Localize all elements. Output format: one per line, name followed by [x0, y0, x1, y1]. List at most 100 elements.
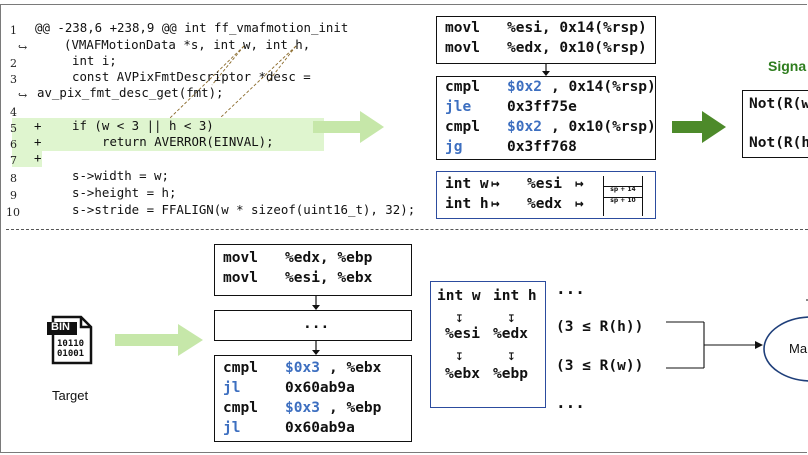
ellipsis-top: ...: [556, 279, 585, 298]
bin-bits: 10110: [57, 339, 85, 349]
mapping-var: int w: [445, 176, 489, 192]
stack-slot-label: sp + 10: [610, 197, 636, 204]
asm-op: movl: [445, 40, 480, 56]
diff-line-text: if (w < 3 || h < 3): [72, 118, 214, 133]
asm-args: 0x60ab9a: [285, 420, 355, 436]
file-icon: [47, 315, 93, 365]
stack-slot: sp + 14: [604, 176, 642, 193]
asm-args: %esi, 0x14(%rsp): [507, 20, 647, 36]
mapping-arrow: ↦: [575, 196, 584, 212]
stack-slot-label: sp + 14: [610, 186, 636, 193]
asm-imm: $0x3: [285, 360, 320, 376]
top-asm-box-1: movl %esi, 0x14(%rsp) movl %edx, 0x10(%r…: [436, 16, 656, 64]
diff-line-number: 7: [10, 154, 17, 167]
bin-badge: BIN: [51, 321, 70, 333]
asm-args: , 0x10(%rsp): [551, 119, 656, 135]
diff-line-number: 5: [10, 122, 17, 135]
condition-w: (3 ≤ R(w)): [556, 358, 644, 374]
diff-line-number: 1: [10, 24, 17, 37]
bottom-asm-box-3: cmpl $0x3 , %ebx jl 0x60ab9a cmpl $0x3 ,…: [214, 355, 412, 442]
signature-box: Not(R(w Not(R(h: [742, 90, 808, 158]
section-divider: [6, 229, 808, 230]
asm-args: 0x3ff768: [507, 139, 577, 155]
param-hint-line: [219, 45, 297, 119]
diff-added-highlight: [12, 118, 324, 135]
asm-op: jle: [445, 99, 472, 115]
param-hint-line: [169, 45, 245, 119]
diff-line-number: 10: [6, 206, 20, 219]
mapping-reg: %esi: [527, 176, 562, 192]
flow-arrowhead: [312, 305, 320, 310]
signature-line: Not(R(h: [749, 135, 808, 151]
asm-op: jg: [445, 139, 463, 155]
diff-line-number: 9: [10, 189, 17, 202]
diff-line-number: 6: [10, 138, 17, 151]
mapping-arrow: ↦: [491, 196, 500, 212]
mapping-arrow: ↦: [575, 176, 584, 192]
matcher-ellipse: [763, 316, 808, 382]
bin-bits: 01001: [57, 349, 85, 359]
diff-line-text: s->height = h;: [72, 185, 177, 200]
param-hint-line: [267, 45, 297, 83]
diff-added-highlight: [12, 150, 42, 167]
mapping-arrow: ↦: [491, 176, 500, 192]
signature-title: Signa: [768, 58, 807, 74]
bottom-asm-box-1: movl %edx, %ebp movl %esi, %ebx: [214, 244, 412, 296]
diff-line-number: 3: [10, 73, 17, 86]
asm-imm: $0x2: [507, 119, 542, 135]
asm-imm: $0x2: [507, 79, 542, 95]
bottom-mapping-box: int w int h ↧ ↧ %esi %edx ↧ ↧ %ebx %ebp: [430, 281, 546, 408]
mapping-reg: %ebp: [493, 366, 528, 382]
mapping-arrow: ↧: [507, 310, 516, 326]
wrap-marker: ↪: [18, 89, 28, 102]
asm-op: movl: [223, 270, 258, 286]
condition-h: (3 ≤ R(h)): [556, 319, 644, 335]
mapping-var: int h: [493, 288, 537, 304]
light-arrow-top: [313, 111, 384, 143]
top-mapping-box: int w ↦ %esi ↦ int h ↦ %edx ↦ sp + 14 sp…: [436, 171, 656, 219]
asm-op: movl: [223, 250, 258, 266]
asm-op: movl: [445, 20, 480, 36]
mapping-arrow: ↧: [455, 310, 464, 326]
diff-line-number: 8: [10, 172, 17, 185]
diff-line-text: int i;: [72, 53, 117, 68]
diff-hunk-header: @@ -238,6 +238,9 @@ int ff_vmafmotion_in…: [35, 20, 349, 35]
diff-line-number: 4: [10, 106, 17, 119]
asm-ellipsis: ...: [303, 316, 330, 332]
mapping-var: int h: [445, 196, 489, 212]
asm-args: %edx, 0x10(%rsp): [507, 40, 647, 56]
asm-args: , %ebx: [329, 360, 382, 376]
asm-args: %esi, %ebx: [285, 270, 373, 286]
asm-imm: $0x3: [285, 400, 320, 416]
dark-arrow: [672, 111, 726, 143]
top-asm-box-2: cmpl $0x2 , 0x14(%rsp) jle 0x3ff75e cmpl…: [436, 76, 656, 160]
binary-file-icon: BIN 10110 01001: [47, 315, 95, 365]
asm-args: 0x3ff75e: [507, 99, 577, 115]
matcher-label: Ma: [789, 341, 808, 356]
diff-line-text: av_pix_fmt_desc_get(fmt);: [37, 85, 224, 100]
asm-op: jl: [223, 420, 241, 436]
target-label: Target: [52, 388, 89, 403]
diff-line-number: 2: [10, 57, 17, 70]
asm-op: cmpl: [223, 400, 258, 416]
flow-arrowhead: [542, 71, 550, 76]
asm-args: , 0x14(%rsp): [551, 79, 656, 95]
diff-line-text: (VMAFMotionData *s, int w, int h,: [64, 37, 311, 52]
flow-arrowhead: [312, 350, 320, 355]
diff-line-text: s->stride = FFALIGN(w * sizeof(uint16_t)…: [72, 202, 416, 217]
signature-line: Not(R(w: [749, 96, 808, 112]
mapping-reg: %ebx: [445, 366, 480, 382]
mapping-var: int w: [437, 288, 481, 304]
asm-args: 0x60ab9a: [285, 380, 355, 396]
diff-line-text: const AVPixFmtDescriptor *desc =: [72, 69, 311, 84]
asm-args: %edx, %ebp: [285, 250, 373, 266]
diff-added-marker: +: [34, 150, 42, 165]
ellipsis-bottom: ...: [556, 393, 585, 412]
asm-op: cmpl: [445, 79, 480, 95]
asm-args: , %ebp: [329, 400, 382, 416]
stack-diagram: sp + 14 sp + 10: [603, 176, 643, 216]
asm-op: jl: [223, 380, 241, 396]
stack-slot: sp + 10: [604, 187, 642, 204]
figure-frame: [0, 4, 807, 453]
mapping-reg: %edx: [527, 196, 562, 212]
